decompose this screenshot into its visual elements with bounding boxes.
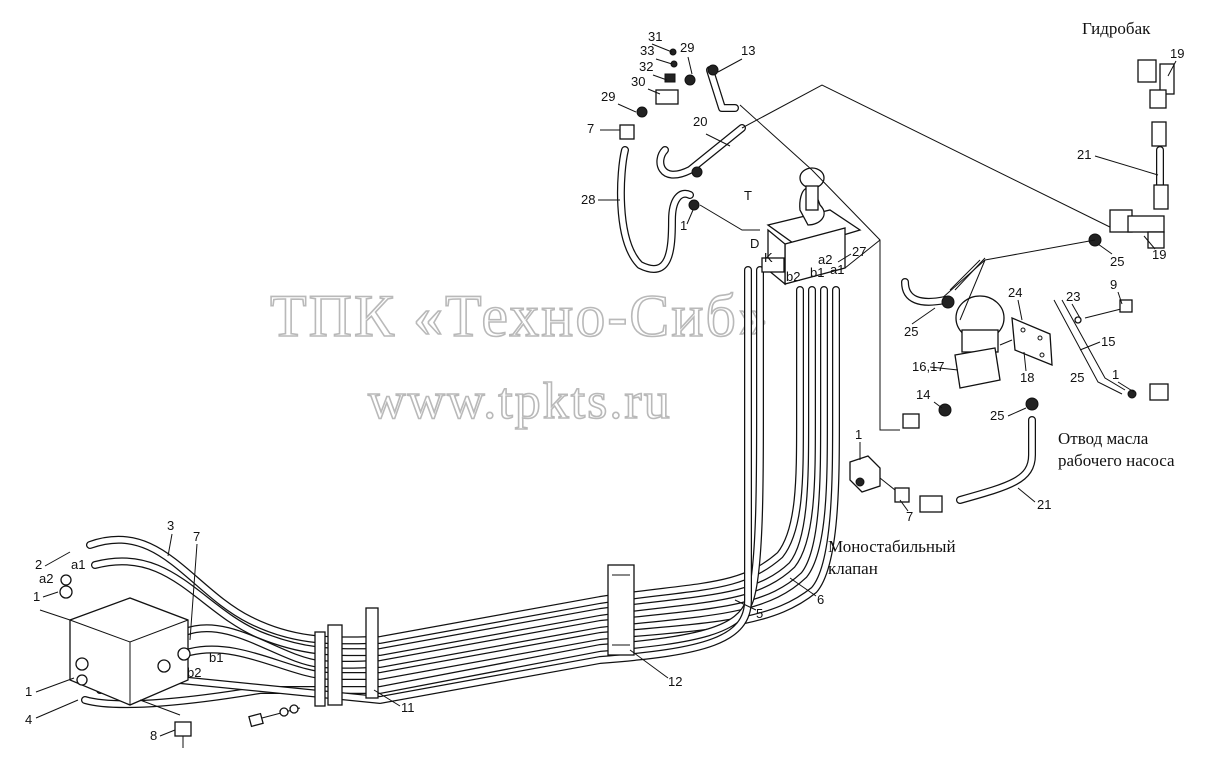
callout-label: 20 — [693, 114, 707, 129]
callout-label: 11 — [401, 700, 415, 715]
caption-pump-oil-2: рабочего насоса — [1058, 451, 1175, 470]
joystick-valve — [761, 167, 862, 286]
caption-valve-2: клапан — [828, 559, 878, 578]
callout-label: b2 — [786, 269, 800, 284]
callout-label: 18 — [1020, 370, 1034, 385]
callout-label: 8 — [150, 728, 157, 743]
callout-label: 9 — [1110, 277, 1117, 292]
callout-label: a2 — [39, 571, 53, 586]
callout-label: 25 — [904, 324, 918, 339]
callout-label: 3 — [167, 518, 174, 533]
accumulator — [939, 239, 1096, 389]
callout-label: 1 — [1112, 367, 1119, 382]
callout-label: 32 — [639, 59, 653, 74]
callout-label: 12 — [668, 674, 682, 689]
callout-label: b2 — [187, 665, 201, 680]
caption-tank: Гидробак — [1082, 19, 1151, 38]
watermark-line-1: ТПК «Техно-Сиб» — [270, 283, 770, 349]
caption-pump-oil-1: Отвод масла — [1058, 429, 1149, 448]
bolt-8 — [174, 721, 192, 748]
callout-label: 33 — [640, 43, 654, 58]
callout-label: a2 — [818, 252, 832, 267]
callout-label: 6 — [817, 592, 824, 607]
callout-label: 1 — [680, 218, 687, 233]
caption-valve-1: Моностабильный — [828, 537, 956, 556]
callout-label: 4 — [25, 712, 32, 727]
clamp-11 — [314, 607, 379, 707]
valve-cluster-30 — [619, 48, 719, 211]
callout-label: 14 — [916, 387, 930, 402]
callout-label: 25 — [1070, 370, 1084, 385]
callout-label: a1 — [830, 262, 844, 277]
callout-label: 27 — [852, 244, 866, 259]
callout-label: 7 — [193, 529, 200, 544]
monostable-valve — [849, 455, 910, 503]
connection-lines — [741, 84, 1121, 431]
callout-label: K — [764, 250, 773, 265]
hose-21-lower — [919, 416, 1036, 513]
callout-label: 1 — [33, 589, 40, 604]
bolt-23 — [1074, 299, 1133, 324]
callout-label: 28 — [581, 192, 595, 207]
fitting-25-upper — [901, 257, 986, 309]
callout-label: 1 — [25, 684, 32, 699]
fitting-25-lower — [902, 397, 1039, 429]
callout-label: 7 — [587, 121, 594, 136]
distributor-block — [39, 574, 191, 716]
callout-label: 19 — [1152, 247, 1166, 262]
tank-fitting — [1088, 59, 1175, 249]
callout-label: 21 — [1037, 497, 1051, 512]
bracket-14 — [999, 316, 1053, 366]
callout-label: 5 — [756, 606, 763, 621]
callout-label: 29 — [680, 40, 694, 55]
callout-label: 19 — [1170, 46, 1184, 61]
callout-label: T — [744, 188, 752, 203]
callout-label: 1 — [855, 427, 862, 442]
callout-label: 7 — [906, 509, 913, 524]
callout-label: 25 — [1110, 254, 1124, 269]
callout-label: a1 — [71, 557, 85, 572]
callout-label: 15 — [1101, 334, 1115, 349]
watermark-line-2: www.tpkts.ru — [368, 373, 672, 430]
callout-label: 23 — [1066, 289, 1080, 304]
clamp-12 — [607, 564, 635, 656]
callout-label: 2 — [35, 557, 42, 572]
callouts: 31 33 32 30 29 13 29 7 20 28 T 1 D K a2 … — [25, 29, 1184, 743]
screw-set — [248, 704, 301, 728]
hose-9 — [1053, 299, 1169, 401]
upper-hoses — [616, 66, 813, 273]
callout-label: b1 — [810, 265, 824, 280]
callout-label: 16,17 — [912, 359, 945, 374]
callout-label: 25 — [990, 408, 1004, 423]
callout-label: 31 — [648, 29, 662, 44]
callout-label: 30 — [631, 74, 645, 89]
callout-label: 21 — [1077, 147, 1091, 162]
callout-label: b1 — [209, 650, 223, 665]
callout-label: 29 — [601, 89, 615, 104]
callout-label: 24 — [1008, 285, 1022, 300]
callout-label: 13 — [741, 43, 755, 58]
callout-label: D — [750, 236, 759, 251]
